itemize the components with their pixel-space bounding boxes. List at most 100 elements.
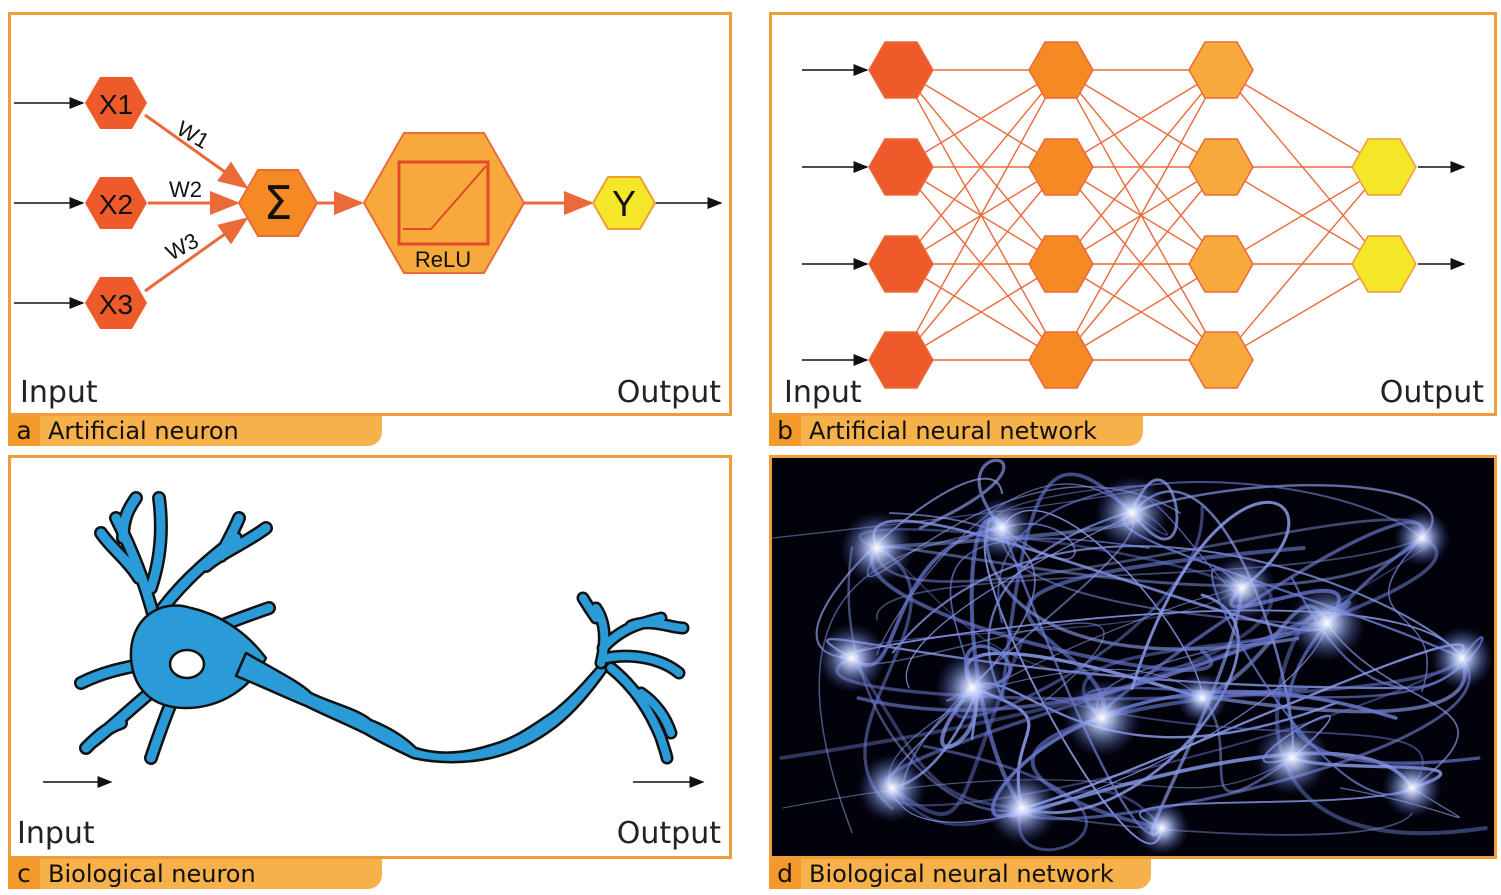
glowing-cell-body <box>1095 476 1169 550</box>
glowing-cell-body <box>1063 679 1141 757</box>
input-label: Input <box>20 375 98 410</box>
connection-0-3-1 <box>900 166 1062 361</box>
neuron-drawing <box>43 491 705 788</box>
weight-w3-label: W3 <box>162 228 203 266</box>
axon-fiber <box>818 527 1003 834</box>
connection-0-1-0 <box>900 69 1062 168</box>
panel-letter: d <box>769 859 801 889</box>
axon-fiber <box>1326 622 1459 789</box>
glowing-cell-body <box>1176 672 1228 724</box>
node-layer2-4 <box>1028 331 1094 389</box>
connection-0-2-0 <box>900 69 1062 265</box>
artificial-neuron-diagram: X1 X2 X3 W1 W2 W3 Σ ReLU Y <box>14 77 723 329</box>
input-node-x3 <box>85 277 147 329</box>
neural-network-diagram <box>802 41 1466 389</box>
node-layer4-2 <box>1351 235 1417 293</box>
sum-symbol: Σ <box>263 176 292 230</box>
node-layer1-1 <box>868 41 934 99</box>
caption-biological-neural-network: d Biological neural network <box>769 859 1151 889</box>
glowing-cell-body <box>935 651 1009 725</box>
axon-fiber <box>876 537 1423 621</box>
connection-1-2-0 <box>1060 69 1222 265</box>
input-node-x2 <box>85 177 147 229</box>
node-layer3-3 <box>1188 235 1254 293</box>
axon-fiber <box>876 545 1429 676</box>
output-label: Output <box>1379 375 1484 410</box>
node-layer1-3 <box>868 235 934 293</box>
biological-neuron-panel: Input Output <box>8 455 732 859</box>
artificial-neural-network-panel: Input Output <box>769 12 1497 416</box>
glowing-cell-body <box>1430 626 1494 690</box>
weight-edge-1 <box>144 113 249 189</box>
connection-0-3-2 <box>900 263 1062 361</box>
relu-label: ReLU <box>415 247 471 272</box>
glowing-cell-body <box>1135 801 1189 855</box>
caption-text: Biological neural network <box>809 860 1114 888</box>
axon-fiber <box>1030 686 1309 830</box>
axon-fiber <box>918 458 1006 530</box>
node-layer2-1 <box>1028 41 1094 99</box>
output-y-label: Y <box>612 183 636 224</box>
weight-w1-label: W1 <box>173 116 214 154</box>
connection-2-2-0 <box>1220 166 1385 265</box>
glowing-cell-body <box>857 753 927 823</box>
glowing-cell-body <box>1209 555 1275 621</box>
node-layer3-1 <box>1188 41 1254 99</box>
node-layer3-2 <box>1188 138 1254 196</box>
node-layer2-2 <box>1028 138 1094 196</box>
input-x2-label: X2 <box>99 189 133 220</box>
panel-letter: b <box>769 416 801 446</box>
caption-artificial-neural-network: b Artificial neural network <box>769 416 1143 446</box>
output-label: Output <box>616 375 721 410</box>
connection-1-1-0 <box>1060 69 1222 168</box>
neuron-shape <box>74 491 690 765</box>
weight-edge-3 <box>144 217 249 293</box>
node-layer2-3 <box>1028 235 1094 293</box>
input-label: Input <box>17 816 95 851</box>
glowing-cell-body <box>1288 584 1366 662</box>
connection-1-3-0 <box>1060 69 1222 361</box>
input-label: Input <box>784 375 862 410</box>
neuron-network-photo <box>772 458 1494 856</box>
connection-2-0-0 <box>1220 69 1385 168</box>
glowing-cell-body <box>817 623 887 693</box>
connection-1-3-1 <box>1060 166 1222 361</box>
axon-fiber <box>1211 567 1414 796</box>
axon-fiber <box>891 622 1328 823</box>
nucleus <box>168 648 206 680</box>
axon-fiber <box>987 483 1434 699</box>
glowing-cell-body <box>986 772 1058 844</box>
panel-letter: c <box>8 859 40 889</box>
caption-text: Artificial neuron <box>48 417 239 445</box>
biological-neural-network-image <box>769 455 1497 859</box>
connection-1-3-2 <box>1060 263 1222 361</box>
output-label: Output <box>616 816 721 851</box>
node-layer3-4 <box>1188 331 1254 389</box>
artificial-neuron-panel: X1 X2 X3 W1 W2 W3 Σ ReLU Y Input Output <box>8 12 732 416</box>
glowing-cell-body <box>1382 758 1442 818</box>
caption-artificial-neuron: a Artificial neuron <box>8 416 382 446</box>
connection-2-3-0 <box>1220 166 1385 361</box>
relu-box <box>397 160 490 246</box>
node-layer1-4 <box>868 331 934 389</box>
input-x1-label: X1 <box>99 89 133 120</box>
axon-fiber <box>1388 537 1428 692</box>
caption-text: Artificial neural network <box>809 417 1097 445</box>
node-layer4-1 <box>1351 138 1417 196</box>
glowing-cell-body <box>1394 510 1450 566</box>
axon-fiber <box>1000 472 1134 700</box>
connection-0-3-0 <box>900 69 1062 361</box>
input-node-x1 <box>85 77 147 129</box>
glowing-cell-body <box>971 497 1033 559</box>
connection-2-3-1 <box>1220 263 1385 361</box>
panel-letter: a <box>8 416 40 446</box>
relu-curve <box>403 165 487 230</box>
axon-fiber <box>1286 536 1481 765</box>
glowing-cell-body <box>1255 721 1329 795</box>
input-x3-label: X3 <box>99 289 133 320</box>
glowing-cell-body <box>840 511 914 585</box>
caption-biological-neuron: c Biological neuron <box>8 859 382 889</box>
node-layer1-2 <box>868 138 934 196</box>
sum-node <box>237 169 319 237</box>
caption-text: Biological neuron <box>48 860 256 888</box>
